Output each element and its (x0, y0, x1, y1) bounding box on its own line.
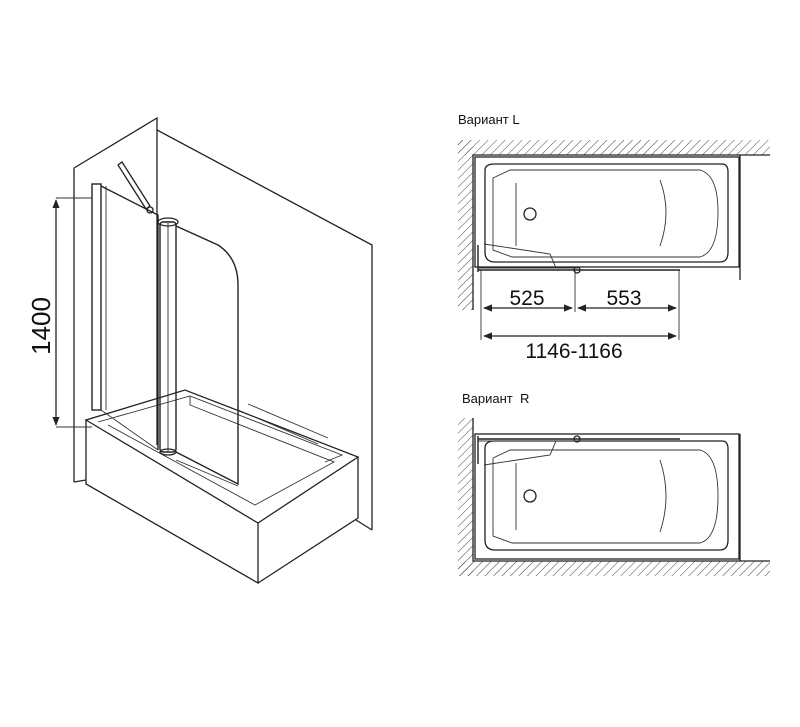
hinge-post (157, 217, 179, 456)
variant-l-plan: Вариант L 525 553 (458, 112, 770, 363)
variant-r-title: Вариант R (462, 391, 529, 406)
bathtub-plan-r (474, 433, 740, 560)
bathtub-3d (84, 389, 360, 585)
dim-fixed-label: 525 (509, 287, 544, 310)
wall-outline (73, 116, 373, 531)
wall-hatch-top (458, 140, 770, 155)
wall-bracket (117, 161, 154, 214)
height-dimension: 1400 (26, 197, 92, 428)
wall-hatch-left-r (458, 418, 473, 576)
screen-plan-l (477, 243, 680, 274)
height-dimension-label: 1400 (26, 297, 56, 355)
screen-plan-r (477, 435, 680, 466)
perspective-view: 1400 (26, 116, 373, 585)
wall-hatch-bottom-r (458, 561, 770, 576)
dim-total-label: 1146-1166 (525, 340, 622, 363)
fixed-glass-panel (91, 183, 159, 451)
variant-l-title: Вариант L (458, 112, 520, 127)
dim-swing-label: 553 (606, 287, 641, 310)
swing-glass-panel (175, 225, 239, 487)
wall-hatch-left (458, 140, 473, 310)
variant-r-plan: Вариант R (458, 391, 770, 576)
bathtub-plan-l (474, 156, 740, 268)
